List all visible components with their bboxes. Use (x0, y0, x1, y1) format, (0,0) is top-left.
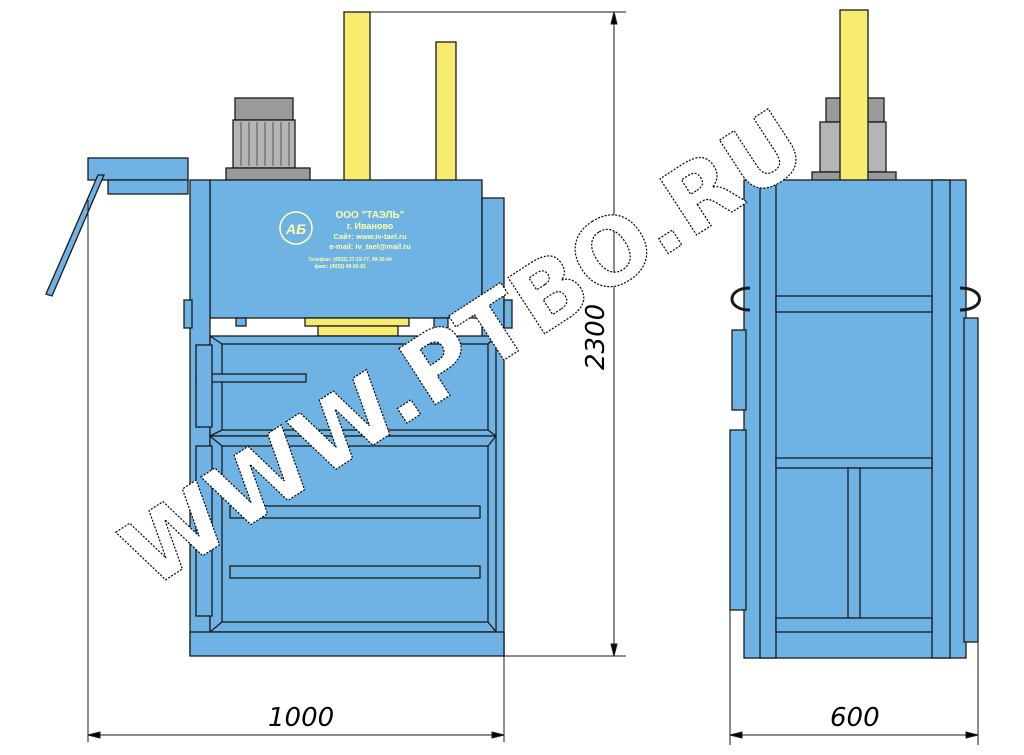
cylinder-rod-right (435, 41, 457, 183)
dimension-lines (87, 11, 979, 745)
company-city: г. Иваново (347, 221, 394, 231)
width-dimension: 1000 (268, 703, 334, 733)
company-fax: факс: (4932) 49-50-81 (314, 263, 366, 270)
height-dimension: 2300 (581, 304, 611, 370)
upper-door (195, 335, 497, 437)
lever-handle (45, 157, 189, 297)
lower-door (195, 435, 497, 633)
side-cylinder-rod (839, 9, 869, 197)
side-view (729, 9, 981, 659)
depth-dimension: 600 (830, 703, 880, 733)
logo-letters: АБ (285, 221, 306, 237)
top-housing (209, 179, 483, 319)
cylinder-rod-left (343, 11, 371, 183)
press-plate (304, 317, 410, 327)
company-name: ООО "ТАЭЛЬ" (336, 210, 405, 221)
front-view (45, 11, 513, 657)
motor (225, 97, 311, 181)
company-phone: Телефон: (4932) 27-19-77, 49-30-94 (308, 256, 392, 263)
company-logo (279, 211, 313, 245)
company-site: Сайт: www.iv-tael.ru (333, 232, 407, 241)
company-email: e-mail: iv_tael@mail.ru (329, 242, 411, 251)
nameplate: АБ ООО "ТАЭЛЬ" г. Иваново Сайт: www.iv-t… (279, 210, 411, 270)
base (189, 631, 505, 657)
